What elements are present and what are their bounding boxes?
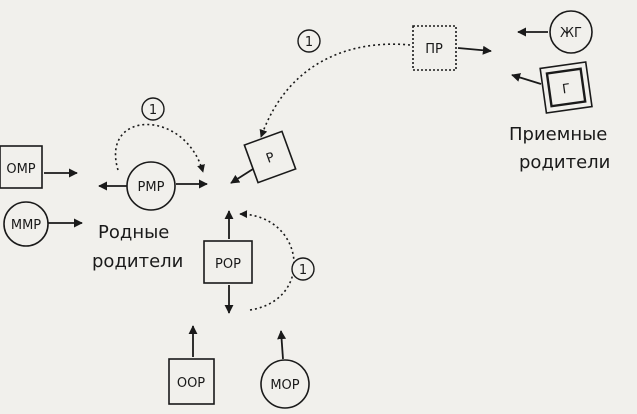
- p-label: Р: [264, 150, 277, 167]
- birth-parents-line1: Родные: [98, 222, 169, 243]
- top-dotted-arc: [259, 43, 411, 138]
- left-dotted-loop: [114, 123, 205, 173]
- pmp-label: РМР: [138, 180, 165, 195]
- oop-node: ООР: [168, 358, 215, 405]
- pop-label: РОР: [215, 257, 241, 272]
- left-marker: 1: [141, 97, 165, 121]
- mop-label: МОР: [270, 378, 299, 393]
- p-arrow: [230, 168, 254, 184]
- g-label: Г: [561, 81, 571, 97]
- bottom-dotted-loop: [239, 210, 295, 311]
- g-node: Г: [539, 61, 593, 114]
- birth-parents-line2: родители: [92, 251, 183, 272]
- g-arrow: [511, 73, 542, 85]
- foster-parents-line2: родители: [519, 152, 610, 173]
- oop-label: ООР: [177, 376, 205, 391]
- foster-parents-line1: Приемные: [509, 124, 607, 145]
- p-node: Р: [243, 130, 297, 184]
- mop-node: МОР: [260, 359, 310, 409]
- zhg-label: ЖГ: [560, 26, 582, 41]
- pr-arrow: [457, 45, 492, 55]
- mmp-node: ММР: [3, 201, 49, 247]
- zhg-node: ЖГ: [549, 10, 593, 54]
- pr-label: ПР: [425, 42, 443, 57]
- mmp-label: ММР: [11, 218, 41, 233]
- omp-node: ОМР: [0, 145, 43, 189]
- bottom-marker: 1: [291, 257, 315, 281]
- pr-node: ПР: [412, 25, 457, 71]
- bottom-marker-label: 1: [299, 263, 307, 278]
- mop-arrow: [277, 330, 287, 360]
- top-marker: 1: [297, 29, 321, 53]
- pmp-node: РМР: [126, 161, 176, 211]
- top-marker-label: 1: [305, 35, 313, 50]
- pop-node: РОР: [203, 240, 253, 284]
- omp-label: ОМР: [6, 162, 35, 177]
- left-marker-label: 1: [149, 103, 157, 118]
